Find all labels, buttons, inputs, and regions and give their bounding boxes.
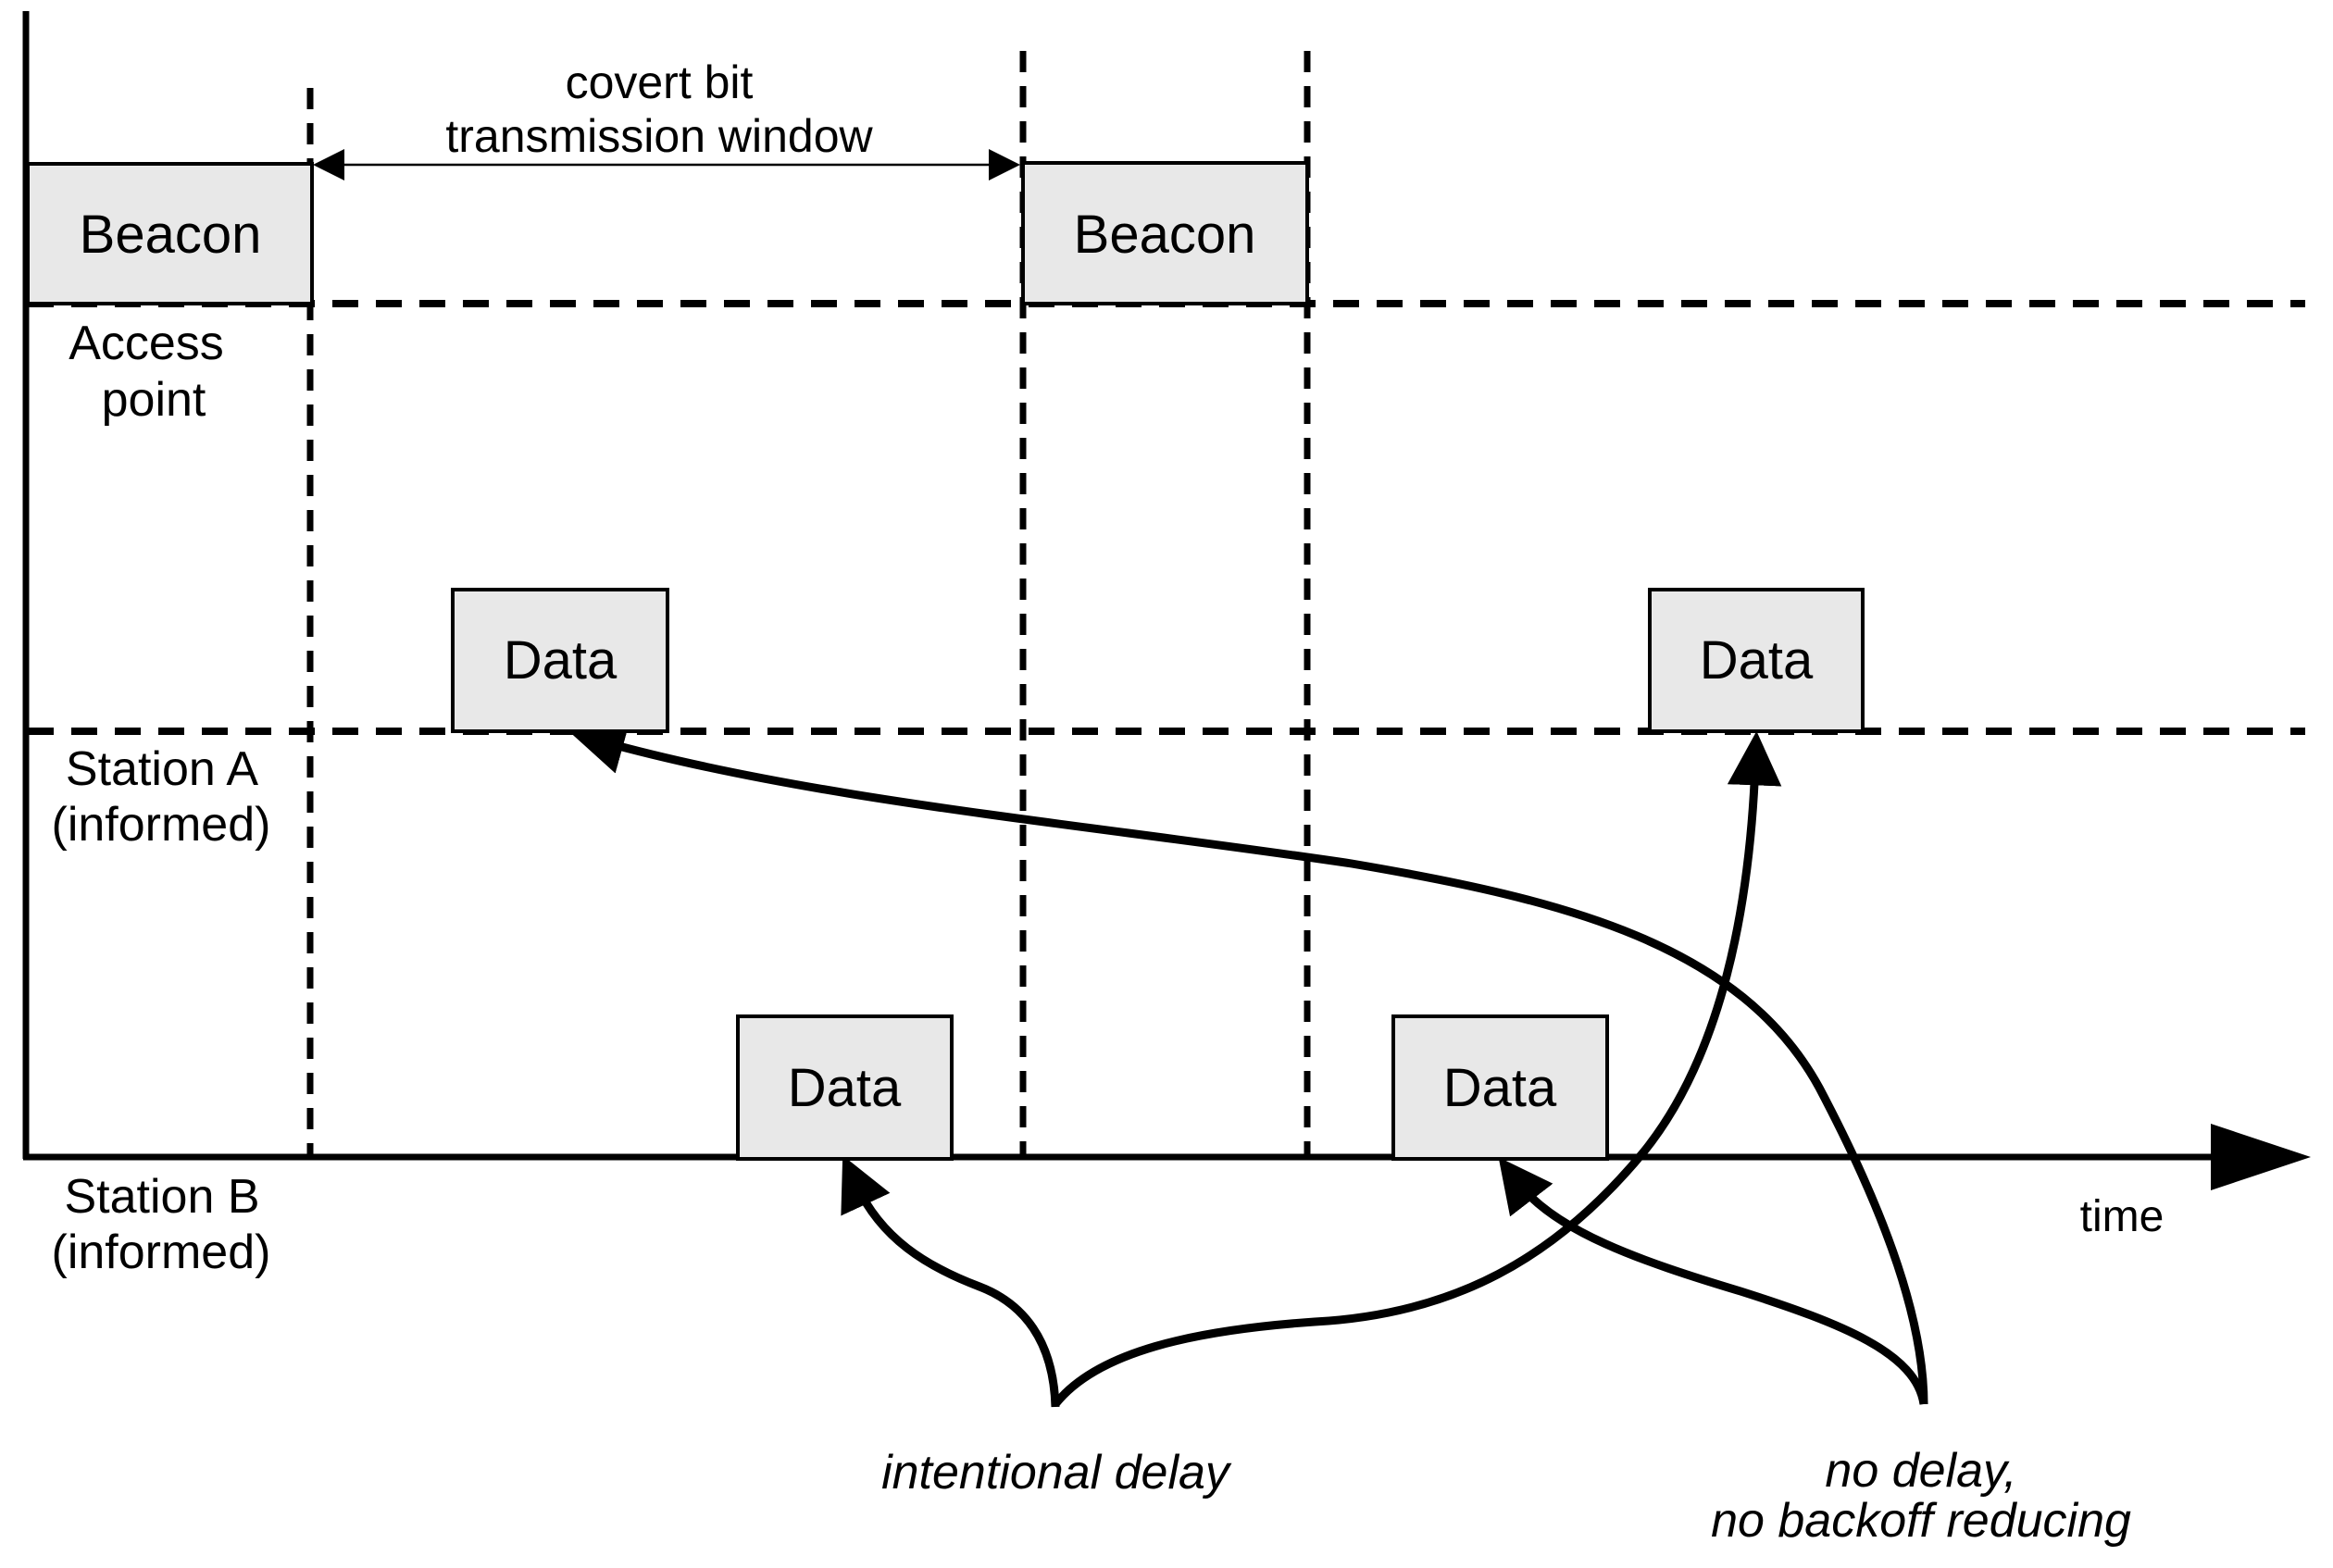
intentional-delay-label: intentional delay (881, 1446, 1232, 1500)
arrow-no-delay-to-data-a1 (570, 721, 1928, 1405)
access-point-label-line1: Access (69, 317, 224, 370)
arrow-intentional-delay-to-data-b1 (841, 1155, 1060, 1408)
data-box-a1-rect (451, 588, 669, 733)
beacon-box-2: Beacon (1021, 161, 1309, 305)
data-box-b2-label: Data (1443, 1058, 1557, 1118)
data-box-a2-rect (1648, 588, 1865, 733)
time-axis-arrowhead-icon (2211, 1124, 2311, 1190)
data-box-b1-label: Data (788, 1058, 902, 1118)
beacon-box-2-rect (1021, 161, 1309, 305)
access-point-label-line2: point (102, 373, 206, 427)
station-b-label-line2: (informed) (52, 1226, 271, 1279)
data-box-b2: Data (1391, 1014, 1609, 1161)
data-box-a2-label: Data (1700, 630, 1814, 691)
data-box-a2: Data (1648, 588, 1865, 733)
arrow-no-delay-to-data-b2 (1498, 1157, 1928, 1405)
beacon-box-2-label: Beacon (1074, 205, 1256, 265)
no-delay-label-line2: no backoff reducing (1711, 1494, 2131, 1548)
station-b-label-line1: Station B (64, 1170, 259, 1224)
data-box-b1-rect (736, 1014, 954, 1161)
covert-window-label-line1: covert bit (566, 56, 754, 108)
data-box-b1: Data (736, 1014, 954, 1161)
covert-window-right-arrowhead-icon (989, 149, 1020, 180)
beacon-box-1-rect (26, 162, 314, 305)
beacon-box-1: Beacon (26, 162, 314, 305)
station-a-label-line2: (informed) (52, 798, 271, 852)
covert-window-label-line2: transmission window (445, 110, 873, 162)
no-delay-label-line1: no delay, (1825, 1444, 2016, 1498)
data-box-b2-rect (1391, 1014, 1609, 1161)
covert-window-left-arrowhead-icon (313, 149, 344, 180)
time-axis-label: time (2080, 1192, 2165, 1241)
arrow-intentional-delay-to-data-a2 (1052, 730, 1782, 1407)
data-box-a1-label: Data (504, 630, 618, 691)
beacon-box-1-label: Beacon (80, 205, 262, 265)
station-a-label-line1: Station A (66, 742, 258, 796)
data-box-a1: Data (451, 588, 669, 733)
